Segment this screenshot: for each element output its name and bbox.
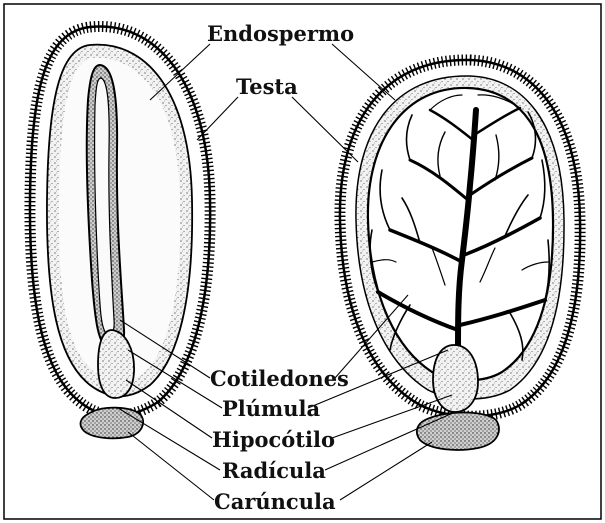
label-cotyledons: Cotiledones [210,366,349,391]
label-endosperm: Endospermo [207,21,354,46]
left-seed [30,26,210,438]
label-plumule: Plúmula [222,396,321,421]
right-seed [340,60,580,450]
label-radicle: Radícula [222,458,326,483]
label-testa: Testa [236,74,298,99]
label-hypocotyl: Hipocótilo [212,427,335,452]
right-embryo-axis [433,345,478,412]
left-caruncle [81,408,144,439]
label-caruncle: Carúncula [214,489,336,514]
